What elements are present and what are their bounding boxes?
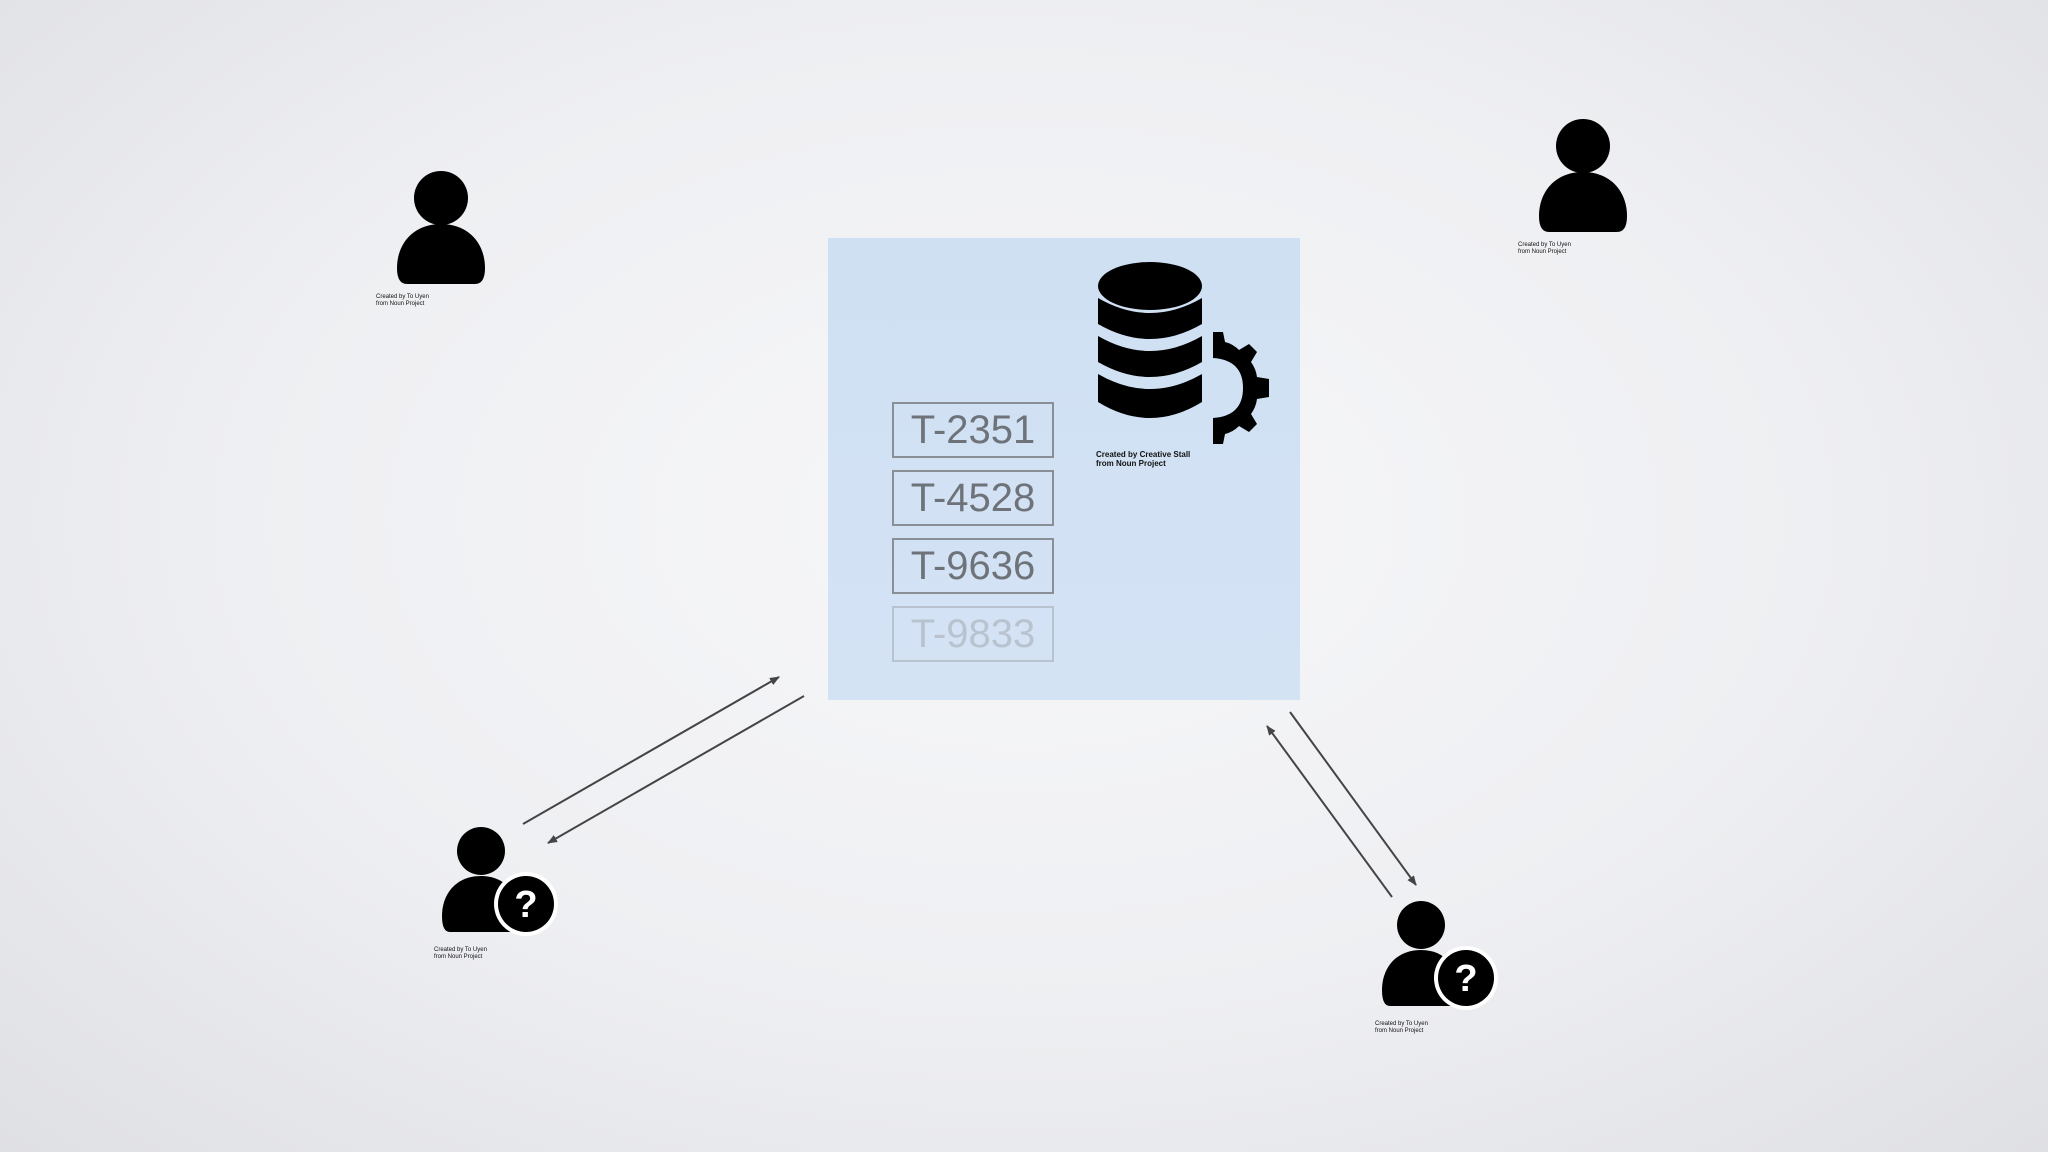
arrow-to-database: [1266, 725, 1393, 898]
user-credit: Created by To Uyen from Noun Project: [376, 294, 429, 307]
user-question-icon: ?: [1382, 901, 1498, 1010]
svg-text:?: ?: [1454, 958, 1477, 1000]
svg-text:?: ?: [514, 884, 537, 926]
ticket-item-faded: T-9833: [892, 606, 1054, 662]
arrow-to-user: [1289, 711, 1417, 886]
ticket-item: T-2351: [892, 402, 1054, 458]
user-question-icon: ?: [442, 827, 558, 936]
user-credit: Created by To Uyen from Noun Project: [1375, 1021, 1428, 1034]
user-icon: [397, 171, 485, 284]
database-credit: Created by Creative Stall from Noun Proj…: [1096, 450, 1191, 468]
user-credit: Created by To Uyen from Noun Project: [434, 947, 487, 960]
database-panel: [828, 238, 1300, 700]
user-credit: Created by To Uyen from Noun Project: [1518, 242, 1571, 255]
database-gear-icon: [1098, 262, 1269, 444]
ticket-item: T-4528: [892, 470, 1054, 526]
arrow-to-database: [522, 676, 780, 825]
arrow-to-user: [547, 695, 805, 844]
ticket-item: T-9636: [892, 538, 1054, 594]
user-icon: [1539, 119, 1627, 232]
